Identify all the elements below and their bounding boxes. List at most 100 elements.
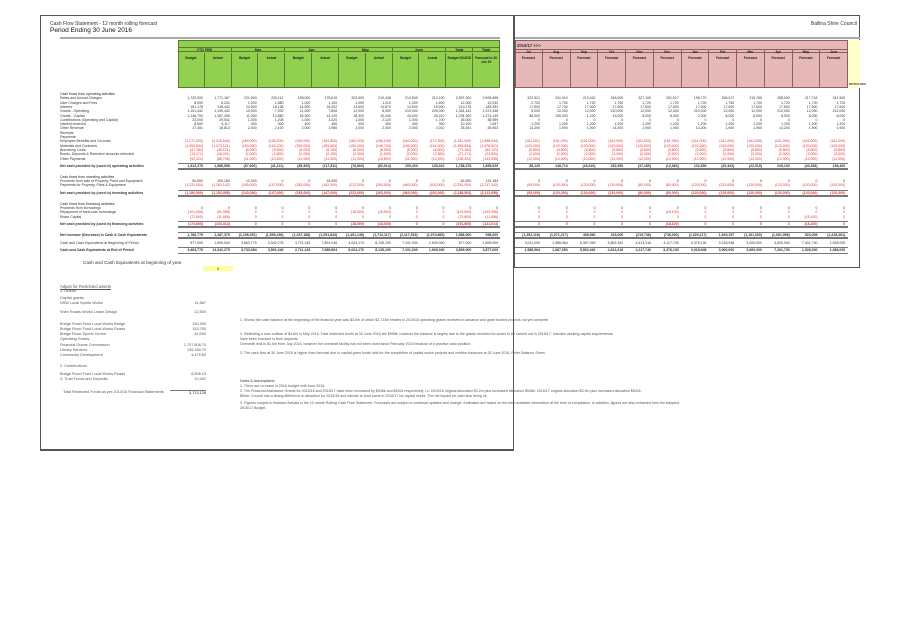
cell-value: 18,300: [353, 113, 364, 118]
table-row: Cash flows from financing activities: [60, 202, 860, 206]
cell-value: 17,700: [557, 104, 568, 109]
cell-value: 1,200: [586, 122, 596, 127]
restricted-item: Bridge Flood Fund Local Works Roads: [60, 327, 126, 331]
cell-value: 0: [254, 210, 257, 215]
month-header: Aug: [542, 49, 571, 54]
cell-value: (88,708): [216, 156, 230, 161]
cell-value: 12,000: [584, 109, 596, 114]
cell-value: 1,720: [669, 100, 679, 105]
row-label: Proceeds from sale of Property, Plant an…: [60, 179, 143, 184]
cell-value: (155,000): [241, 183, 257, 188]
cell-value: (2,000): [584, 152, 596, 157]
cell-value: 1,101,442: [187, 109, 203, 114]
cell-value: (120,000): [552, 183, 568, 188]
cell-value: 0: [649, 179, 651, 184]
cell-value: (5,800): [778, 147, 790, 152]
cell-value: (402,000): [429, 190, 445, 195]
cell-value: 14,200: [695, 126, 707, 131]
cell-value: (95,000): [526, 190, 540, 195]
cell-value: 0: [469, 206, 472, 210]
cell-value: (1,271,000): [185, 139, 203, 144]
row-label: Cash flows from financing activities: [60, 201, 115, 206]
restricted-item: 3. Trust Funds and Deposits:: [60, 377, 109, 381]
cell-value: (103,014): [214, 221, 230, 226]
cell-value: 8,000: [725, 113, 735, 118]
cell-value: 0: [538, 117, 540, 122]
cell-value: (2,300): [433, 152, 445, 157]
cell-value: 0: [254, 221, 257, 226]
cell-value: 0: [335, 210, 338, 215]
row-label: Materials and Contracts: [60, 143, 97, 148]
cell-value: 1,200: [669, 122, 679, 127]
cell-value: 8,000: [753, 113, 762, 118]
cell-value: 1,812,278: [187, 163, 203, 168]
total-rule: [178, 195, 500, 197]
column-group-header: May: [339, 47, 393, 52]
cell-value: 1,210: [382, 100, 391, 105]
assumption-line: 2. The Financial Assistance Grants for 2…: [240, 389, 642, 393]
cell-value: (5,800): [806, 147, 818, 152]
cell-value: 12,000: [668, 109, 679, 114]
restricted-item: 2. Contributions:: [60, 364, 88, 368]
cell-value: 1,588,964: [552, 240, 568, 245]
cell-value: 0: [815, 206, 818, 210]
cell-value: (263,000): [375, 190, 391, 195]
cell-value: (120,000): [747, 190, 762, 195]
column-header: Forecast: [820, 53, 848, 88]
column-header: Actual: [366, 53, 393, 88]
column-header: Forecast: [571, 53, 599, 88]
cell-value: 217,744: [804, 96, 818, 101]
month-header: Apr: [764, 49, 793, 54]
cell-value: (1,051,844): [319, 232, 338, 237]
cell-value: 17,900: [584, 104, 596, 109]
cell-value: (161,000): [429, 143, 445, 148]
cell-value: (6,100): [326, 147, 338, 152]
restricted-value: 3,713,126: [170, 390, 206, 395]
cell-value: 0: [843, 117, 846, 122]
cell-value: 877,000: [190, 240, 203, 245]
table-row: Net cash provided by (used in) operating…: [60, 164, 860, 168]
cell-value: 0: [649, 221, 651, 226]
cell-value: (120,000): [774, 183, 790, 188]
total-rule: [515, 189, 848, 191]
month-header: Mar: [737, 49, 765, 54]
cell-value: 3,663,775: [241, 240, 257, 245]
cell-value: 7,401,730: [801, 240, 818, 245]
column-header: Budget: [285, 53, 313, 88]
cell-value: 1,200: [614, 122, 624, 127]
cell-value: 1,000: [301, 117, 311, 122]
table-row: Materials and Contracts(1,053,834)(1,073…: [60, 144, 860, 148]
cell-value: 1,609,000: [428, 240, 445, 245]
cell-value: (5,800): [750, 147, 762, 152]
restricted-item: Financial Grants Commission: [60, 343, 110, 347]
cell-value: (155,200): [268, 139, 284, 144]
column-header: Forecast: [793, 53, 821, 88]
cell-value: 1,200: [642, 122, 651, 127]
cell-value: 1,344,442: [455, 109, 472, 114]
cell-value: (120,000): [774, 190, 790, 195]
row-label: Net cash provided by (used in) financing…: [60, 221, 144, 226]
restricted-item: Bridge Flood Fund Local Works Bridge: [60, 322, 126, 326]
cell-value: (5,800): [556, 147, 568, 152]
cell-value: 210,000: [405, 109, 418, 114]
cell-value: 62,500: [460, 179, 472, 184]
cell-value: 0: [760, 179, 762, 184]
restricted-item: 1. Grants:: [60, 289, 77, 293]
cell-value: 14,500: [406, 104, 418, 109]
cell-value: 0: [732, 179, 735, 184]
cell-value: 2,711,145: [294, 248, 311, 253]
cell-value: (72,600): [189, 214, 203, 219]
cell-value: (120,000): [802, 143, 818, 148]
cell-value: 2,700: [531, 100, 540, 105]
column-header: Budget: [178, 53, 205, 88]
cell-value: (12,000): [721, 156, 735, 161]
cell-value: 1,900: [753, 126, 762, 131]
row-label: Interest: [60, 104, 72, 109]
month-header: Jul: [515, 49, 543, 54]
cell-value: 7,889,804: [321, 248, 338, 253]
cell-value: 1,980: [328, 126, 338, 131]
cell-value: 232,950: [610, 163, 624, 168]
cell-value: 0: [704, 206, 707, 210]
cell-value: 3,420: [328, 117, 338, 122]
